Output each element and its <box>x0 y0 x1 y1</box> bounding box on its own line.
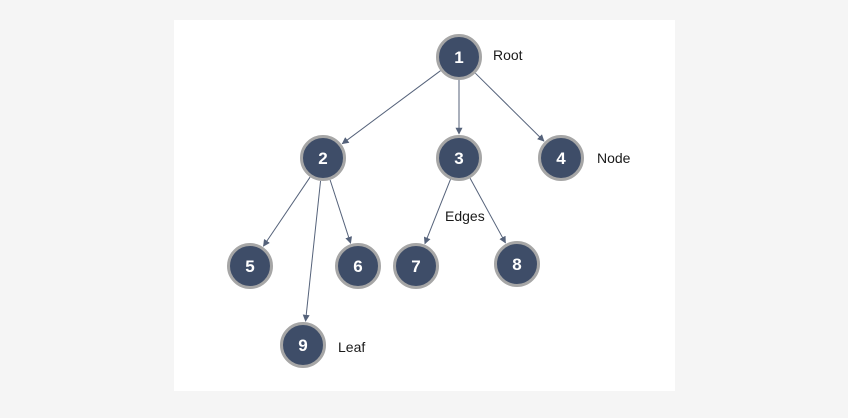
edge-3-7 <box>423 179 451 245</box>
tree-node-6: 6 <box>335 243 381 289</box>
annotation-root: Root <box>493 47 523 63</box>
node-label: 1 <box>454 48 463 67</box>
edge-2-9 <box>302 180 322 322</box>
node-label: 6 <box>353 257 362 276</box>
annotations-layer: Root Node Edges Leaf <box>338 47 631 355</box>
node-circle <box>280 322 326 368</box>
node-label: 2 <box>318 149 327 168</box>
node-label: 4 <box>556 149 566 168</box>
tree-node-4: 4 <box>538 135 584 181</box>
tree-node-2: 2 <box>300 135 346 181</box>
tree-node-5: 5 <box>227 243 273 289</box>
tree-node-9: 9 <box>280 322 326 368</box>
node-circle <box>436 135 482 181</box>
edge-2-5 <box>263 176 311 247</box>
node-circle <box>335 243 381 289</box>
node-label: 8 <box>512 255 521 274</box>
node-circle <box>393 243 439 289</box>
tree-node-8: 8 <box>494 241 540 287</box>
edge-1-4 <box>474 72 545 142</box>
nodes-layer: 1 2 3 4 5 6 7 8 9 <box>227 34 584 368</box>
node-circle <box>436 34 482 80</box>
annotation-edges: Edges <box>445 208 485 224</box>
node-circle <box>538 135 584 181</box>
node-label: 3 <box>454 149 463 168</box>
node-circle <box>300 135 346 181</box>
edge-2-6 <box>329 179 352 244</box>
node-label: 5 <box>245 257 254 276</box>
edges-layer <box>263 70 545 322</box>
tree-node-3: 3 <box>436 135 482 181</box>
node-label: 7 <box>411 257 420 276</box>
tree-node-7: 7 <box>393 243 439 289</box>
annotation-leaf: Leaf <box>338 339 365 355</box>
diagram-canvas <box>174 20 675 391</box>
node-circle <box>227 243 273 289</box>
node-circle <box>494 241 540 287</box>
edge-3-8 <box>469 177 506 244</box>
node-label: 9 <box>298 336 307 355</box>
edge-1-2 <box>341 70 441 145</box>
annotation-node: Node <box>597 150 631 166</box>
tree-node-1: 1 <box>436 34 482 80</box>
